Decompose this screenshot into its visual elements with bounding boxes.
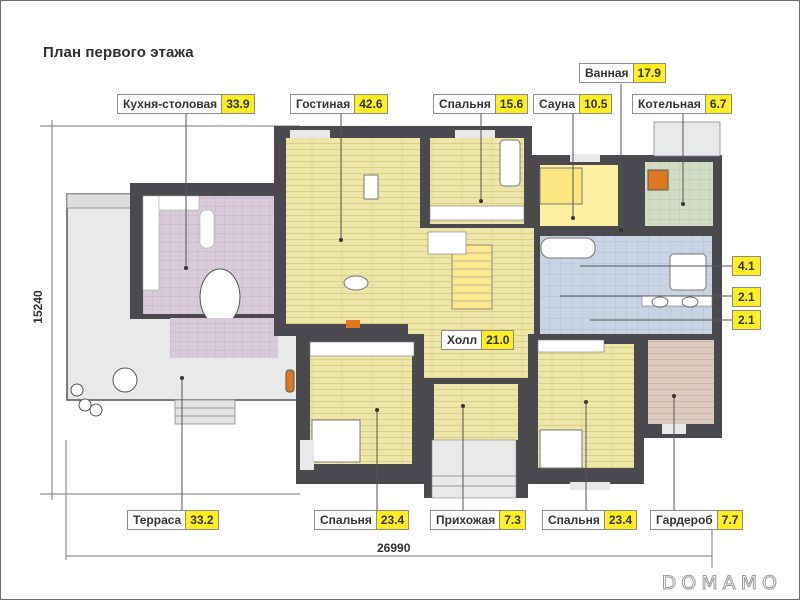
- watermark-logo: DOMAMO: [661, 572, 782, 595]
- room-label-bedroom-left: Спальня 23.4: [314, 510, 410, 530]
- leader-dots: [180, 199, 685, 412]
- living-room: [274, 126, 432, 336]
- room-label-wardrobe: Гардероб 7.7: [650, 510, 744, 530]
- entrance: [424, 378, 528, 499]
- room-label-terrace: Терраса 33.2: [127, 510, 219, 530]
- room-label-living: Гостиная 42.6: [290, 94, 388, 114]
- room-label-boiler: Котельная 6.7: [632, 94, 732, 114]
- dimension-width: 26990: [377, 541, 411, 555]
- dimension-height: 15240: [31, 290, 45, 324]
- sauna: [530, 154, 630, 235]
- room-label-sauna: Сауна 10.5: [533, 94, 613, 114]
- wardrobe: [640, 334, 722, 438]
- fireplace: [285, 369, 295, 393]
- boiler-room: [630, 121, 722, 235]
- room-label-kitchen: Кухня-столовая 33.9: [117, 94, 255, 114]
- room-label-bedroom-right: Спальня 23.4: [542, 510, 638, 530]
- room-label-hall: Холл 21.0: [441, 330, 515, 350]
- room-label-wc-2: 2.1: [732, 287, 761, 307]
- room-label-wc-3: 2.1: [732, 310, 761, 330]
- hall: [408, 228, 534, 388]
- room-label-wc-1: 4.1: [732, 256, 761, 276]
- room-label-bathroom: Ванная 17.9: [579, 63, 666, 83]
- room-label-entrance: Прихожая 7.3: [430, 510, 526, 530]
- page-title: План первого этажа: [43, 44, 194, 61]
- kitchen-dining: [130, 183, 278, 358]
- room-label-bedroom-top: Спальня 15.6: [433, 94, 529, 114]
- bathroom-block: [530, 226, 722, 342]
- leader-lines: [181, 84, 732, 510]
- bedroom-left: [296, 334, 424, 484]
- bedroom-top: [420, 126, 532, 232]
